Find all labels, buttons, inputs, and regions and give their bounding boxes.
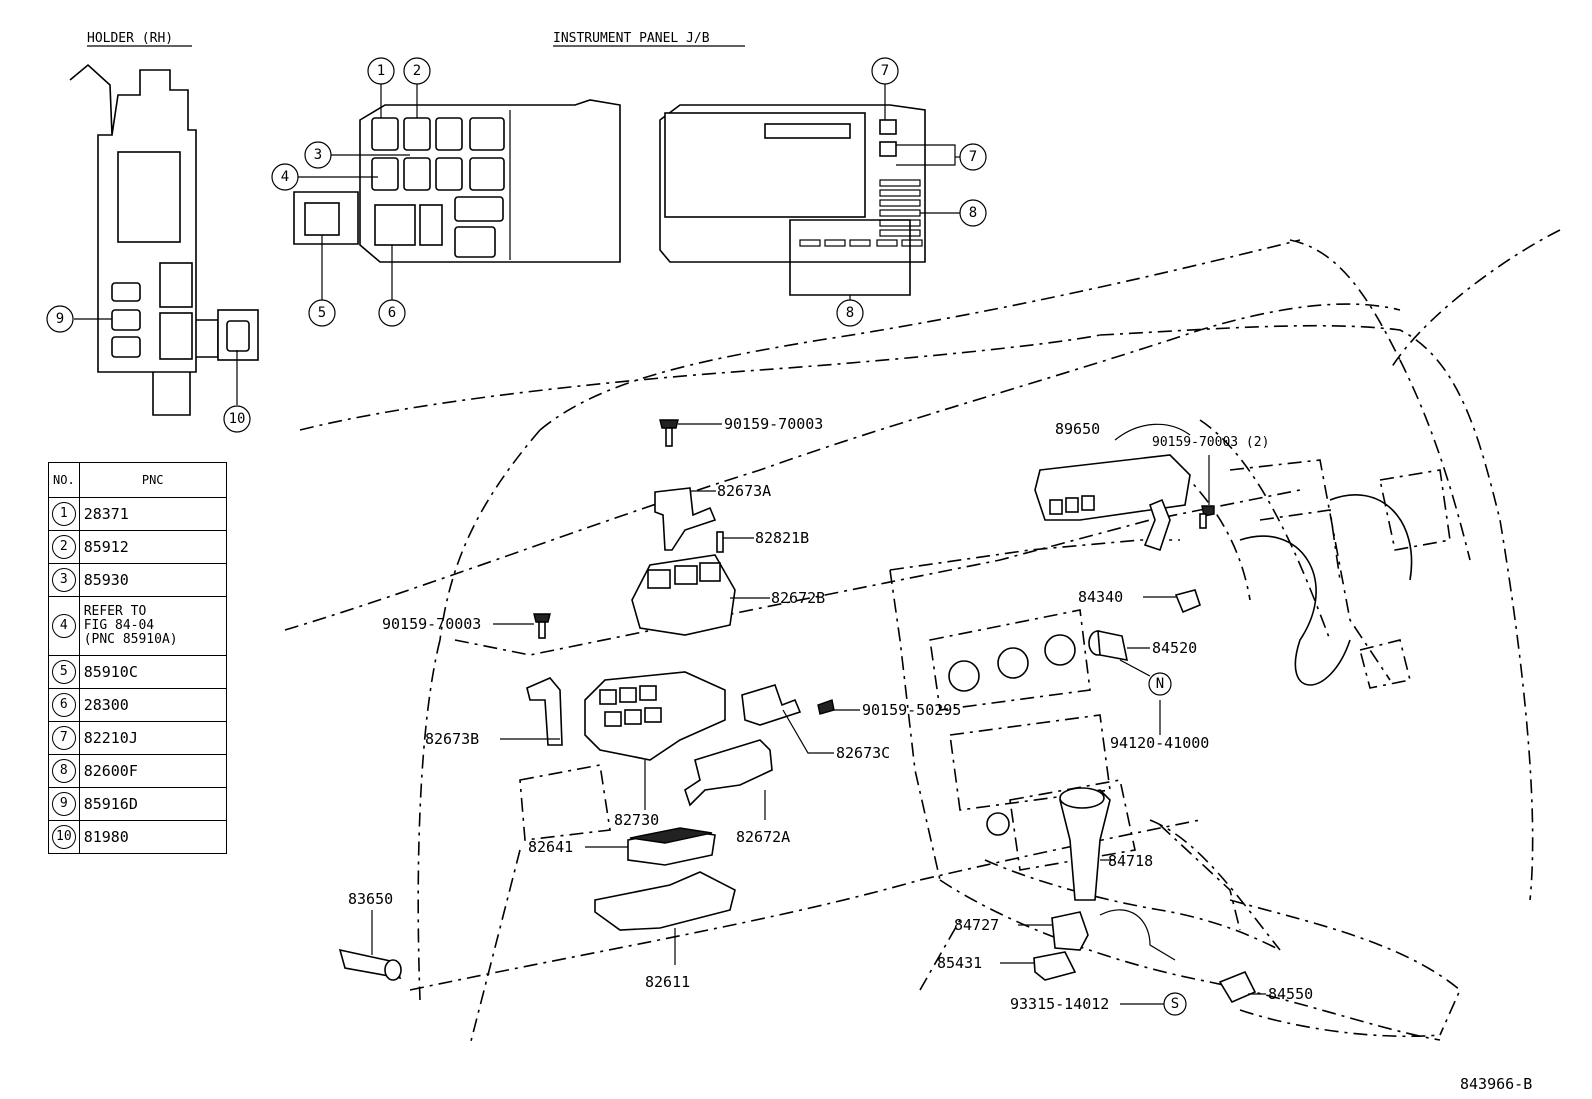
label-82611: 82611	[645, 973, 690, 991]
callout-8-side: 8	[969, 205, 977, 221]
part-89650-shape	[1034, 454, 1191, 552]
holder-rh-drawing	[69, 63, 259, 416]
row-number: 8	[51, 759, 76, 783]
pnc-table: NO. PNC 1 28371 2 85912 3 85930 4 REFER …	[48, 462, 227, 854]
symbol-S: S	[1171, 996, 1179, 1012]
callout-6: 6	[388, 305, 396, 321]
callout-7-top: 7	[881, 63, 889, 79]
part-84520-shape	[1088, 629, 1129, 662]
table-row: 4 REFER TO FIG 84-04 (PNC 85910A)	[48, 596, 227, 656]
row-number: 3	[51, 568, 76, 592]
part-84550-shape	[1218, 970, 1257, 1004]
junction-block-front	[293, 99, 621, 263]
row-number: 7	[51, 726, 76, 750]
label-84718: 84718	[1108, 852, 1153, 870]
panel-title: INSTRUMENT PANEL J/B	[553, 31, 710, 46]
part-82641-shape	[627, 827, 716, 866]
label-82673A: 82673A	[717, 482, 771, 500]
callout-8-bottom: 8	[846, 305, 854, 321]
part-82673A-shape	[654, 487, 724, 553]
table-row: 8 82600F	[48, 754, 227, 788]
row-pnc: 82600F	[78, 754, 227, 788]
label-94120-41000: 94120-41000	[1110, 734, 1209, 752]
row-number: 2	[51, 535, 76, 559]
symbol-N: N	[1156, 676, 1164, 692]
leader-lines	[371, 423, 1266, 1005]
row-number: 5	[51, 660, 76, 684]
table-row: 7 82210J	[48, 721, 227, 755]
table-header-row: NO. PNC	[48, 462, 227, 498]
table-row: 3 85930	[48, 563, 227, 597]
row-number: 4	[51, 614, 76, 638]
label-89650: 89650	[1055, 420, 1100, 438]
screw-icon	[533, 419, 1215, 715]
table-header-no: NO.	[48, 462, 80, 498]
label-82672B: 82672B	[771, 589, 825, 607]
figure-code: 843966-B	[1460, 1075, 1532, 1093]
dashboard-outline	[284, 229, 1561, 1046]
row-pnc: 28371	[78, 497, 227, 531]
label-84727: 84727	[954, 916, 999, 934]
part-82672B-shape	[631, 554, 736, 636]
table-row: 10 81980	[48, 820, 227, 854]
holder-title: HOLDER (RH)	[87, 31, 173, 46]
row-pnc: 28300	[78, 688, 227, 722]
row-number: 6	[51, 693, 76, 717]
table-row: 5 85910C	[48, 655, 227, 689]
callout-3: 3	[314, 147, 322, 163]
callout-1: 1	[377, 63, 385, 79]
label-82641: 82641	[528, 838, 573, 856]
label-84340: 84340	[1078, 588, 1123, 606]
row-pnc: 81980	[78, 820, 227, 854]
row-pnc: REFER TO FIG 84-04 (PNC 85910A)	[78, 596, 227, 656]
label-82673B: 82673B	[425, 730, 479, 748]
label-82672A: 82672A	[736, 828, 790, 846]
label-90159-70003-2: 90159-70003 (2)	[1152, 435, 1269, 450]
part-85431-shape	[1033, 951, 1077, 981]
label-85431: 85431	[937, 954, 982, 972]
callout-9: 9	[56, 311, 64, 327]
label-82673C: 82673C	[836, 744, 890, 762]
part-83650-shape	[338, 948, 402, 981]
part-82672A-shape	[684, 739, 773, 807]
part-82730-shape	[584, 671, 726, 761]
callout-10: 10	[229, 411, 246, 427]
label-93315-14012: 93315-14012	[1010, 995, 1109, 1013]
row-number: 9	[51, 792, 76, 816]
dash-vents	[948, 494, 1413, 836]
row-pnc: 85910C	[78, 655, 227, 689]
label-82730: 82730	[614, 811, 659, 829]
row-number: 1	[51, 502, 76, 526]
row-pnc: 85916D	[78, 787, 227, 821]
callout-5: 5	[318, 305, 326, 321]
junction-block-rear	[659, 104, 956, 296]
label-90159-70003-top: 90159-70003	[724, 415, 823, 433]
part-82673B-shape	[526, 677, 563, 746]
callout-2: 2	[413, 63, 421, 79]
label-82821B: 82821B	[755, 529, 809, 547]
table-row: 6 28300	[48, 688, 227, 722]
label-84550: 84550	[1268, 985, 1313, 1003]
row-number: 10	[51, 825, 76, 849]
table-row: 9 85916D	[48, 787, 227, 821]
row-pnc: 82210J	[78, 721, 227, 755]
table-row: 1 28371	[48, 497, 227, 531]
callout-4: 4	[281, 169, 289, 185]
table-header-pnc: PNC	[78, 462, 227, 498]
label-83650: 83650	[348, 890, 393, 908]
label-90159-70003-left: 90159-70003	[382, 615, 481, 633]
part-84727-shape	[1051, 911, 1089, 951]
part-82611-shape	[594, 871, 736, 931]
label-90159-50295: 90159-50295	[862, 701, 961, 719]
part-84718-shape	[1059, 787, 1176, 961]
part-84340-shape	[1174, 589, 1201, 614]
row-pnc: 85912	[78, 530, 227, 564]
part-82673C-shape	[741, 684, 802, 726]
row-pnc: 85930	[78, 563, 227, 597]
label-84520: 84520	[1152, 639, 1197, 657]
table-row: 2 85912	[48, 530, 227, 564]
callout-7-side: 7	[969, 149, 977, 165]
